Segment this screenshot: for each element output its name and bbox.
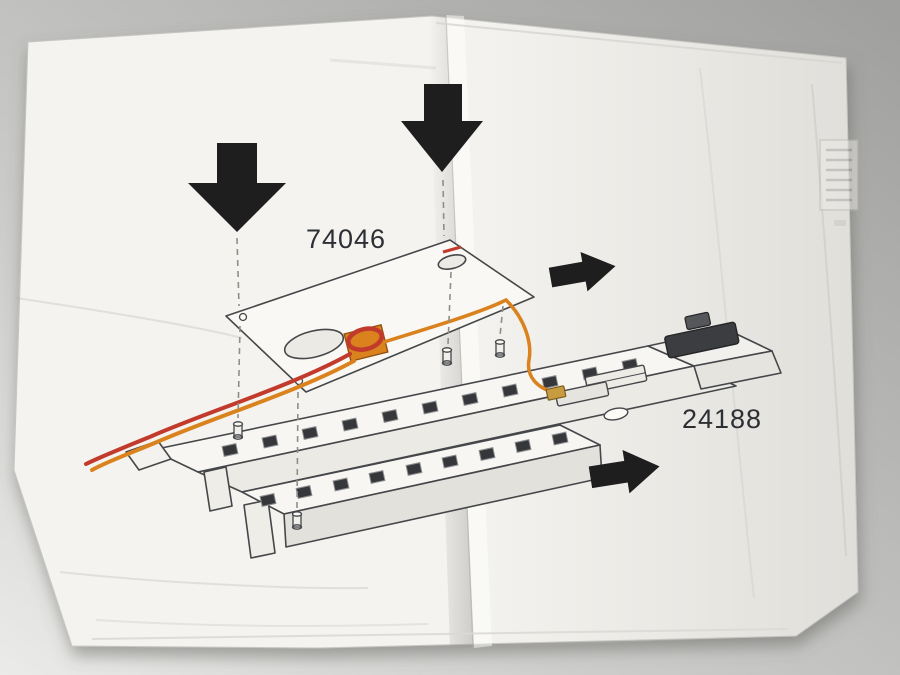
oval-hole [603,407,629,421]
orange-wire [90,359,356,472]
paper-crease [15,297,243,339]
right-arrow-icon [548,251,616,292]
sleeper-hole [461,392,479,406]
down-arrow-icon [401,84,483,172]
track-left-support [203,466,233,512]
red-mark [442,245,462,254]
sleeper-hole [421,400,439,415]
sleeper-hole [514,439,532,453]
right-arrow-icon [588,449,660,494]
sleeper-hole [478,447,496,461]
down-arrow-icon [188,143,286,232]
sleeper-hole [368,470,386,484]
paper-crease [95,619,429,627]
sleeper-hole [501,383,519,398]
sleeper-hole [295,485,313,499]
sleeper-hole [441,454,459,469]
guide-dashed-line [442,179,445,237]
sleeper-hole [332,477,350,492]
mounting-peg [494,339,506,358]
page-edge-line [435,22,843,64]
plate-top-hole [437,254,467,270]
connector-platform-face [693,350,782,390]
mounting-peg [441,347,453,366]
plate-large-hole [283,328,345,360]
mounting-peg [291,511,303,530]
paper-crease [811,83,847,557]
guide-dashed-line [237,325,241,419]
print-registration-mark [819,139,859,226]
sleeper-hole [301,426,319,440]
assembly-diagram: 74046 24188 [84,84,782,559]
part-74046-plate [225,239,535,393]
contact-clip [554,381,610,407]
wire-loop [346,326,384,352]
sleeper-hole [259,493,277,507]
plate-corner-hole [238,312,248,322]
sleeper-hole [541,375,559,389]
sleeper-hole [551,431,569,446]
sleeper-hole [341,417,359,432]
part-label-24188: 24188 [682,404,762,434]
wire-crimp [545,385,567,401]
orange-wire-to-contact [382,297,555,394]
sleeper-hole [381,409,399,423]
guide-dashed-line [499,305,504,337]
page-shading-right [460,18,858,648]
paper-crease [329,58,437,70]
connector-housing [664,311,740,359]
page-edge-line [91,628,789,640]
track-left-support [243,499,276,559]
guide-dashed-line [296,391,299,509]
red-wire [84,352,352,466]
part-label-74046: 74046 [306,224,386,254]
sleeper-hole [221,443,239,457]
paper-crease [59,571,369,590]
mounting-peg [232,421,244,440]
guide-dashed-line [236,237,240,307]
part-24188-track-base [125,311,782,559]
guide-dashed-line [447,271,452,345]
sleeper-hole [405,462,423,476]
sleeper-hole [261,434,279,449]
